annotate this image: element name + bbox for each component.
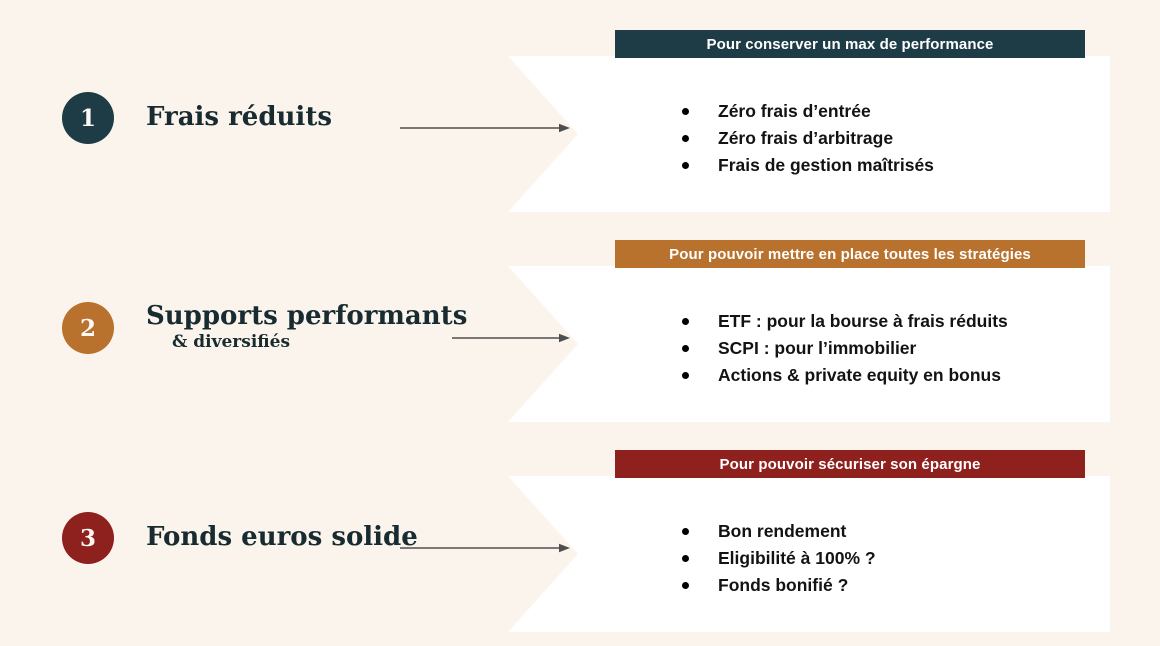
- section-title-block: Fonds euros solide: [146, 512, 418, 564]
- bullet-item: Zéro frais d’entrée: [682, 98, 934, 125]
- arrow-icon: [452, 333, 570, 343]
- arrow-icon: [400, 543, 570, 553]
- panel-header: Pour conserver un max de performance: [615, 30, 1085, 58]
- bullet-list: Bon rendement Eligibilité à 100% ? Fonds…: [682, 518, 876, 599]
- section-title: Fonds euros solide: [146, 522, 418, 553]
- section-supports-performants: Pour pouvoir mettre en place toutes les …: [0, 238, 1160, 448]
- section-fonds-euros: Pour pouvoir sécuriser son épargne 3 Fon…: [0, 448, 1160, 646]
- section-title: Supports performants: [146, 301, 468, 332]
- bullet-item: SCPI : pour l’immobilier: [682, 335, 1008, 362]
- section-subtitle: & diversifiés: [172, 332, 291, 353]
- number-badge: 3: [62, 512, 114, 564]
- panel-header: Pour pouvoir mettre en place toutes les …: [615, 240, 1085, 268]
- number-badge: 1: [62, 92, 114, 144]
- bullet-list: ETF : pour la bourse à frais réduits SCP…: [682, 308, 1008, 389]
- arrow-icon: [400, 123, 570, 133]
- panel-header: Pour pouvoir sécuriser son épargne: [615, 450, 1085, 478]
- bullet-list: Zéro frais d’entrée Zéro frais d’arbitra…: [682, 98, 934, 179]
- bullet-item: Frais de gestion maîtrisés: [682, 152, 934, 179]
- bullet-item: ETF : pour la bourse à frais réduits: [682, 308, 1008, 335]
- bullet-item: Zéro frais d’arbitrage: [682, 125, 934, 152]
- bullet-item: Eligibilité à 100% ?: [682, 545, 876, 572]
- bullet-item: Actions & private equity en bonus: [682, 362, 1008, 389]
- section-title-block: Supports performants & diversifiés: [146, 302, 467, 354]
- section-frais-reduits: Pour conserver un max de performance 1 F…: [0, 28, 1160, 238]
- section-title-block: Frais réduits: [146, 92, 332, 144]
- number-badge: 2: [62, 302, 114, 354]
- bullet-item: Bon rendement: [682, 518, 876, 545]
- bullet-item: Fonds bonifié ?: [682, 572, 876, 599]
- section-title: Frais réduits: [146, 102, 332, 133]
